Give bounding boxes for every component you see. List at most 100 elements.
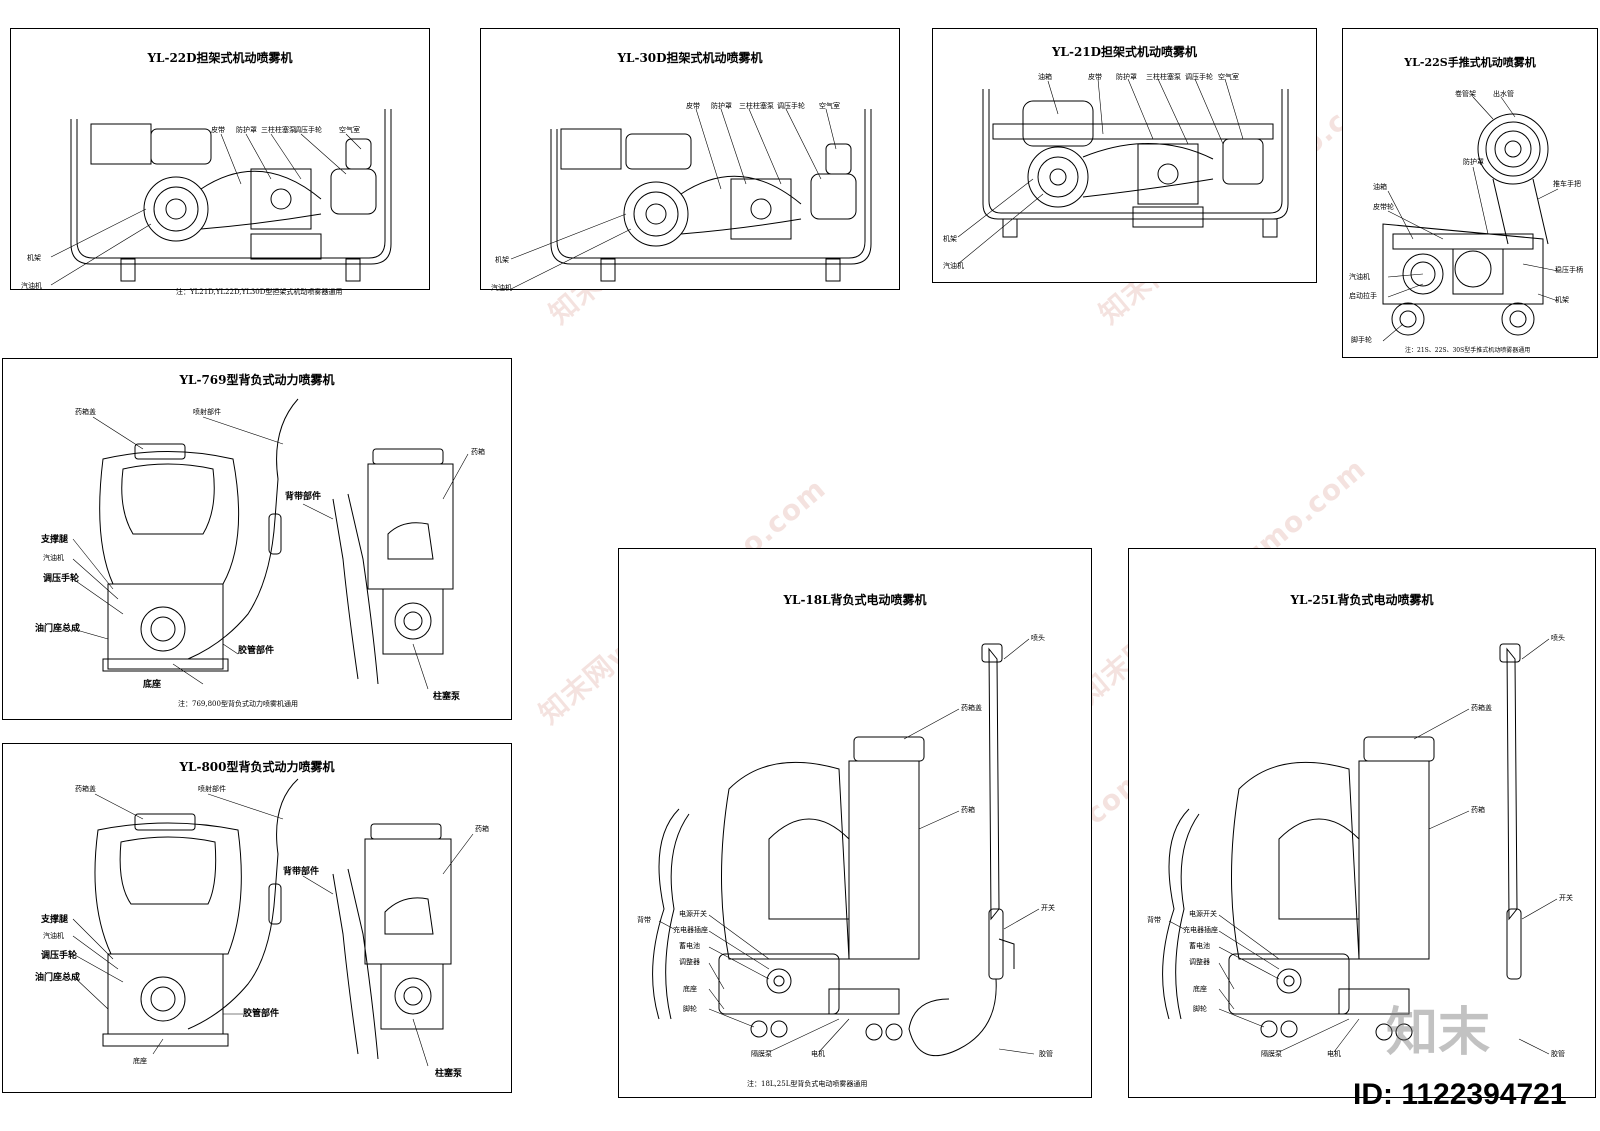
part-label: 喷射部件 (193, 408, 221, 416)
sprayer-drawing (481, 29, 901, 291)
part-label: 胶管 (1039, 1050, 1053, 1058)
part-label: 药箱 (471, 448, 485, 456)
part-label: 充电器插座 (673, 926, 708, 934)
panel-yl-21d: YL-21D担架式机动喷雾机 油箱 皮带 防护罩 三柱柱塞泵 调压手轮 空气室 … (932, 28, 1317, 283)
part-label: 启动拉手 (1349, 292, 1377, 300)
part-label: 药箱 (475, 825, 489, 833)
part-label: 机架 (1555, 296, 1569, 304)
part-label: 电机 (811, 1050, 825, 1058)
part-label: 油门座总成 (35, 973, 81, 983)
part-label: 汽油机 (1349, 273, 1370, 281)
part-label: 稳压手柄 (1555, 266, 1583, 274)
part-label: 三柱柱塞泵 (739, 102, 774, 110)
part-label: 开关 (1559, 894, 1573, 902)
part-label: 药箱盖 (75, 785, 96, 793)
part-label: 药箱 (961, 806, 975, 814)
panel-title: YL-800型背负式动力喷雾机 (179, 760, 335, 774)
part-label: 胶管 (1551, 1050, 1565, 1058)
part-label: 电机 (1327, 1050, 1341, 1058)
part-label: 胶管部件 (238, 646, 275, 656)
image-id: ID: 1122394721 (1353, 1078, 1567, 1111)
part-label: 底座 (683, 985, 697, 993)
part-label: 三柱柱塞泵 (261, 126, 296, 134)
part-label: 底座 (133, 1057, 147, 1065)
part-label: 汽油机 (491, 284, 512, 292)
part-label: 皮带 (211, 126, 225, 134)
part-label: 隔膜泵 (751, 1050, 772, 1058)
part-label: 脚手轮 (1351, 336, 1372, 344)
part-label: 三柱柱塞泵 (1146, 73, 1181, 81)
part-label: 柱塞泵 (435, 1069, 463, 1079)
part-label: 皮带轮 (1373, 203, 1394, 211)
part-label: 药箱 (1471, 806, 1485, 814)
part-label: 空气室 (1218, 73, 1239, 81)
part-label: 胶管部件 (243, 1009, 280, 1019)
part-label: 汽油机 (21, 282, 42, 290)
part-label: 调压手轮 (41, 951, 78, 961)
sprayer-drawing (933, 29, 1318, 284)
part-label: 汽油机 (943, 262, 964, 270)
sprayer-drawing (3, 744, 513, 1094)
panel-yl-800: YL-800型背负式动力喷雾机 药箱盖 喷射部件 背带部 (2, 743, 512, 1093)
part-label: 机架 (27, 254, 41, 262)
panel-note: 注：769,800型背负式动力喷雾机通用 (178, 700, 298, 708)
part-label: 喷头 (1551, 634, 1565, 642)
part-label: 背带部件 (283, 867, 320, 877)
panel-title: YL-30D担架式机动喷雾机 (617, 51, 763, 65)
part-label: 防护罩 (711, 102, 732, 110)
sprayer-drawing (11, 29, 431, 291)
sprayer-drawing (3, 359, 513, 721)
watermark-logo: 知末 (1386, 1003, 1491, 1063)
part-label: 调整器 (1189, 958, 1210, 966)
part-label: 柱塞泵 (433, 692, 461, 702)
part-label: 卷管架 (1455, 90, 1476, 98)
sprayer-drawing (1343, 29, 1599, 359)
part-label: 油门座总成 (35, 624, 81, 634)
part-label: 出水管 (1493, 90, 1514, 98)
part-label: 药箱盖 (1471, 704, 1492, 712)
part-label: 调整器 (679, 958, 700, 966)
panel-note: 注：21S、22S、30S型手推式机动喷雾器通用 (1405, 347, 1531, 354)
part-label: 皮带 (686, 102, 700, 110)
part-label: 底座 (1193, 985, 1207, 993)
part-label: 蓄电池 (1189, 942, 1210, 950)
part-label: 油箱 (1373, 183, 1387, 191)
part-label: 电源开关 (679, 910, 707, 918)
part-label: 机架 (495, 256, 509, 264)
panel-title: YL-18L背负式电动喷雾机 (783, 593, 927, 607)
part-label: 油箱 (1038, 73, 1052, 81)
part-label: 调压手轮 (1185, 73, 1213, 81)
sprayer-drawing (1129, 549, 1597, 1099)
part-label: 汽油机 (43, 554, 64, 562)
part-label: 调压手轮 (777, 102, 805, 110)
panel-note: 注：18L,25L型背负式电动喷雾器通用 (747, 1080, 868, 1088)
part-label: 空气室 (819, 102, 840, 110)
panel-yl-22d: YL-22D担架式机动喷雾机 皮带 防护罩 三柱柱塞泵 调压手轮 空气室 机架 … (10, 28, 431, 296)
part-label: 隔膜泵 (1261, 1050, 1282, 1058)
panel-note: 注：YL21D,YL22D,YL30D型担架式机动喷雾器通用 (176, 288, 343, 296)
part-label: 底座 (143, 680, 162, 690)
panel-title: YL-22S手推式机动喷雾机 (1404, 56, 1536, 69)
part-label: 空气室 (339, 126, 360, 134)
part-label: 脚轮 (683, 1005, 697, 1013)
part-label: 脚轮 (1193, 1005, 1207, 1013)
part-label: 背带 (637, 916, 651, 924)
panel-title: YL-22D担架式机动喷雾机 (147, 51, 293, 65)
part-label: 喷头 (1031, 634, 1045, 642)
part-label: 支撑腿 (41, 535, 69, 545)
part-label: 电源开关 (1189, 910, 1217, 918)
part-label: 调压手轮 (294, 126, 322, 134)
part-label: 汽油机 (43, 932, 64, 940)
panel-yl-30d: YL-30D担架式机动喷雾机 皮带 防护罩 三柱柱塞泵 调压手轮 空气室 机架 … (480, 28, 901, 292)
part-label: 背带 (1147, 916, 1161, 924)
part-label: 药箱盖 (961, 704, 982, 712)
panel-title: YL-769型背负式动力喷雾机 (179, 373, 335, 387)
part-label: 开关 (1041, 904, 1055, 912)
part-label: 喷射部件 (198, 785, 226, 793)
panel-yl-18l: YL-18L背负式电动喷雾机 喷头 (618, 548, 1092, 1098)
part-label: 推车手把 (1553, 180, 1581, 188)
part-label: 防护罩 (1116, 73, 1137, 81)
part-label: 防护罩 (236, 126, 257, 134)
part-label: 调压手轮 (43, 574, 80, 584)
